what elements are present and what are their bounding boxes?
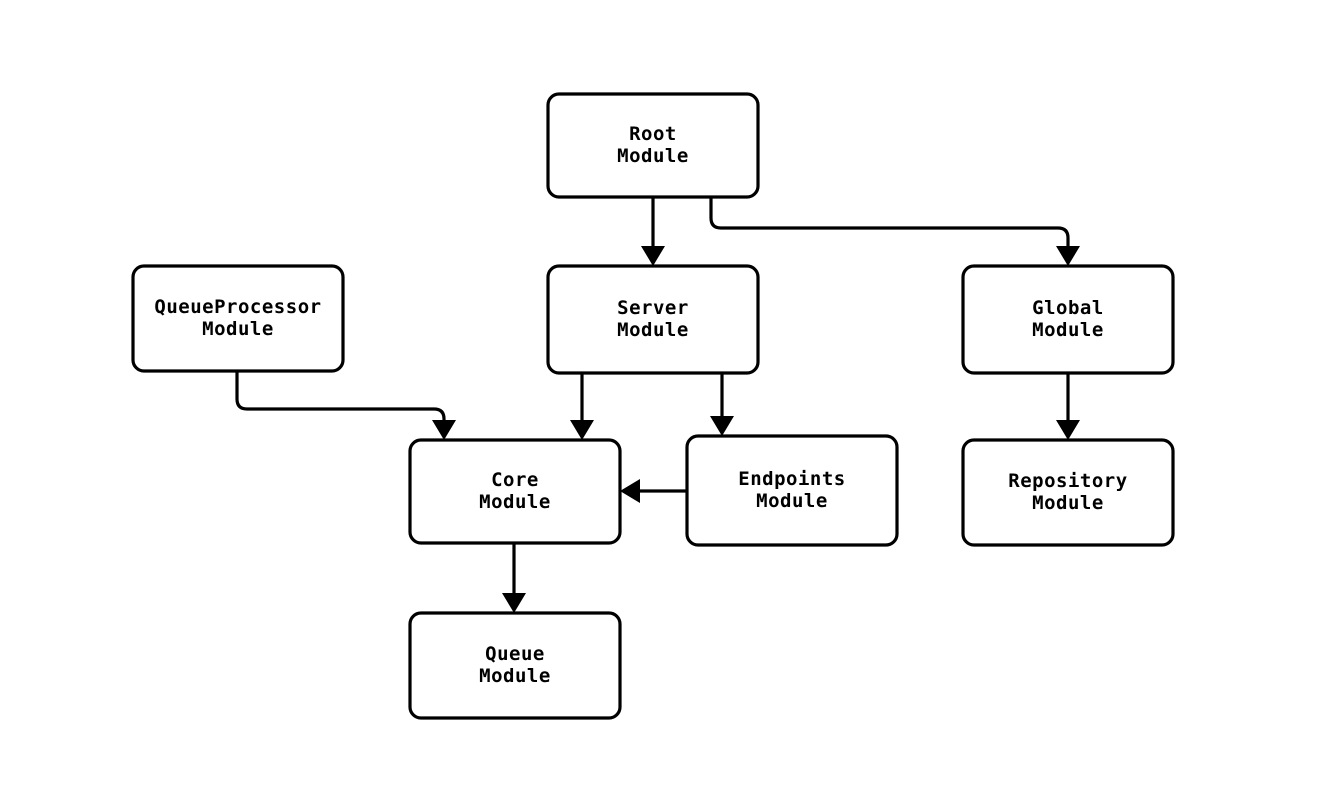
node-box[interactable] — [961, 264, 1175, 375]
nodes-layer: RootModuleQueueProcessorModuleServerModu… — [131, 92, 1175, 720]
arrowhead-icon — [1056, 246, 1080, 266]
node-box[interactable] — [546, 92, 760, 199]
edge-root-to-global — [709, 197, 1080, 266]
edge-endpoints-to-core — [620, 479, 687, 503]
node-box[interactable] — [546, 264, 760, 375]
edges-layer — [235, 197, 1080, 613]
node-label-line2: Module — [1032, 319, 1104, 341]
arrowhead-icon — [502, 593, 526, 613]
node-label-line1: Queue — [485, 643, 545, 665]
edge-core-to-queue — [502, 543, 526, 613]
node-label-line2: Module — [756, 490, 828, 512]
node-label-line1: Repository — [1008, 470, 1127, 492]
node-label-line1: Global — [1032, 297, 1104, 319]
node-label-line1: Server — [617, 297, 689, 319]
node-box[interactable] — [685, 434, 899, 547]
node-label-line2: Module — [617, 319, 689, 341]
node-label-line2: Module — [479, 491, 551, 513]
arrowhead-icon — [1056, 420, 1080, 440]
node-label-line1: Root — [629, 123, 677, 145]
node-box[interactable] — [131, 264, 345, 373]
node-box[interactable] — [408, 438, 622, 545]
edge-root-to-server — [641, 197, 665, 266]
arrowhead-icon — [641, 246, 665, 266]
edge-line — [235, 371, 446, 424]
edge-server-to-core — [570, 373, 594, 440]
edge-global-to-repository — [1056, 373, 1080, 440]
arrowhead-icon — [432, 420, 456, 440]
node-box[interactable] — [961, 438, 1175, 547]
edge-line — [709, 197, 1070, 250]
node-label-line2: Module — [479, 665, 551, 687]
arrowhead-icon — [570, 420, 594, 440]
arrowhead-icon — [710, 416, 734, 436]
node-label-line2: Module — [202, 318, 274, 340]
node-box[interactable] — [408, 611, 622, 720]
edge-queueprocessor-to-core — [235, 371, 456, 440]
edge-server-to-endpoints — [710, 373, 734, 436]
node-label-line1: QueueProcessor — [154, 296, 321, 318]
arrowhead-icon — [620, 479, 640, 503]
node-label-line2: Module — [617, 145, 689, 167]
node-label-line1: Core — [491, 469, 539, 491]
node-label-line1: Endpoints — [738, 468, 845, 490]
node-label-line2: Module — [1032, 492, 1104, 514]
